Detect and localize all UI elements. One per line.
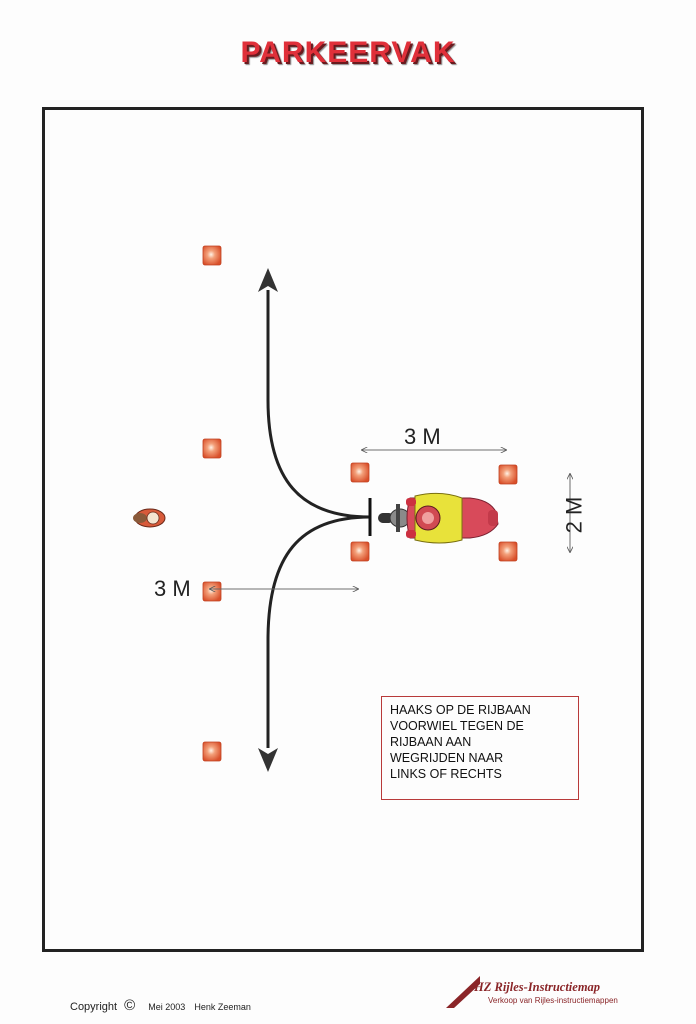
instruction-line: HAAKS OP DE RIJBAAN <box>390 703 531 717</box>
motorcycle-icon <box>378 492 499 544</box>
brand-triangle-icon <box>446 976 480 1008</box>
copyright-date: Mei 2003 <box>148 1002 186 1012</box>
instruction-line: WEGRIJDEN NAAR <box>390 751 504 765</box>
cone-left-2 <box>202 438 222 459</box>
arrow-up-icon <box>258 268 278 292</box>
brand-tagline: Verkoop van Rijles-instructiemappen <box>488 996 618 1005</box>
path-up-arrow <box>266 290 371 519</box>
cone-left-4 <box>202 741 222 762</box>
dimension-width-top-label: 3 M <box>404 424 441 449</box>
dimension-width-left-label: 3 M <box>154 576 191 601</box>
cone-bay-top-right <box>498 464 518 485</box>
cone-left-1 <box>202 245 222 266</box>
page-title: PARKEERVAK <box>240 36 456 69</box>
instruction-line: LINKS OF RECHTS <box>390 767 502 781</box>
copyright-author: Henk Zeeman <box>194 1002 251 1012</box>
copyright-notice: Copyright © Mei 2003 Henk Zeeman <box>70 997 251 1014</box>
cone-bay-bottom-right <box>498 541 518 562</box>
cone-bay-bottom-left <box>350 541 370 562</box>
dimension-depth-label: 2 M <box>561 496 587 534</box>
cone-left-3 <box>202 581 222 602</box>
brand-logo: HZ Rijles-Instructiemap Verkoop van Rijl… <box>444 972 654 1012</box>
instructor-person-icon <box>133 508 166 528</box>
brand-name: HZ Rijles-Instructiemap <box>474 980 601 994</box>
arrow-down-icon <box>258 748 278 772</box>
parking-area-frame <box>42 107 644 952</box>
copyright-symbol: © <box>124 997 136 1014</box>
copyright-label: Copyright <box>70 1001 118 1013</box>
cone-bay-top-left <box>350 462 370 483</box>
path-down-arrow <box>266 515 371 748</box>
instruction-line: RIJBAAN AAN <box>390 735 472 749</box>
instruction-line: VOORWIEL TEGEN DE <box>390 719 524 733</box>
instruction-box: HAAKS OP DE RIJBAAN VOORWIEL TEGEN DE RI… <box>381 696 579 800</box>
